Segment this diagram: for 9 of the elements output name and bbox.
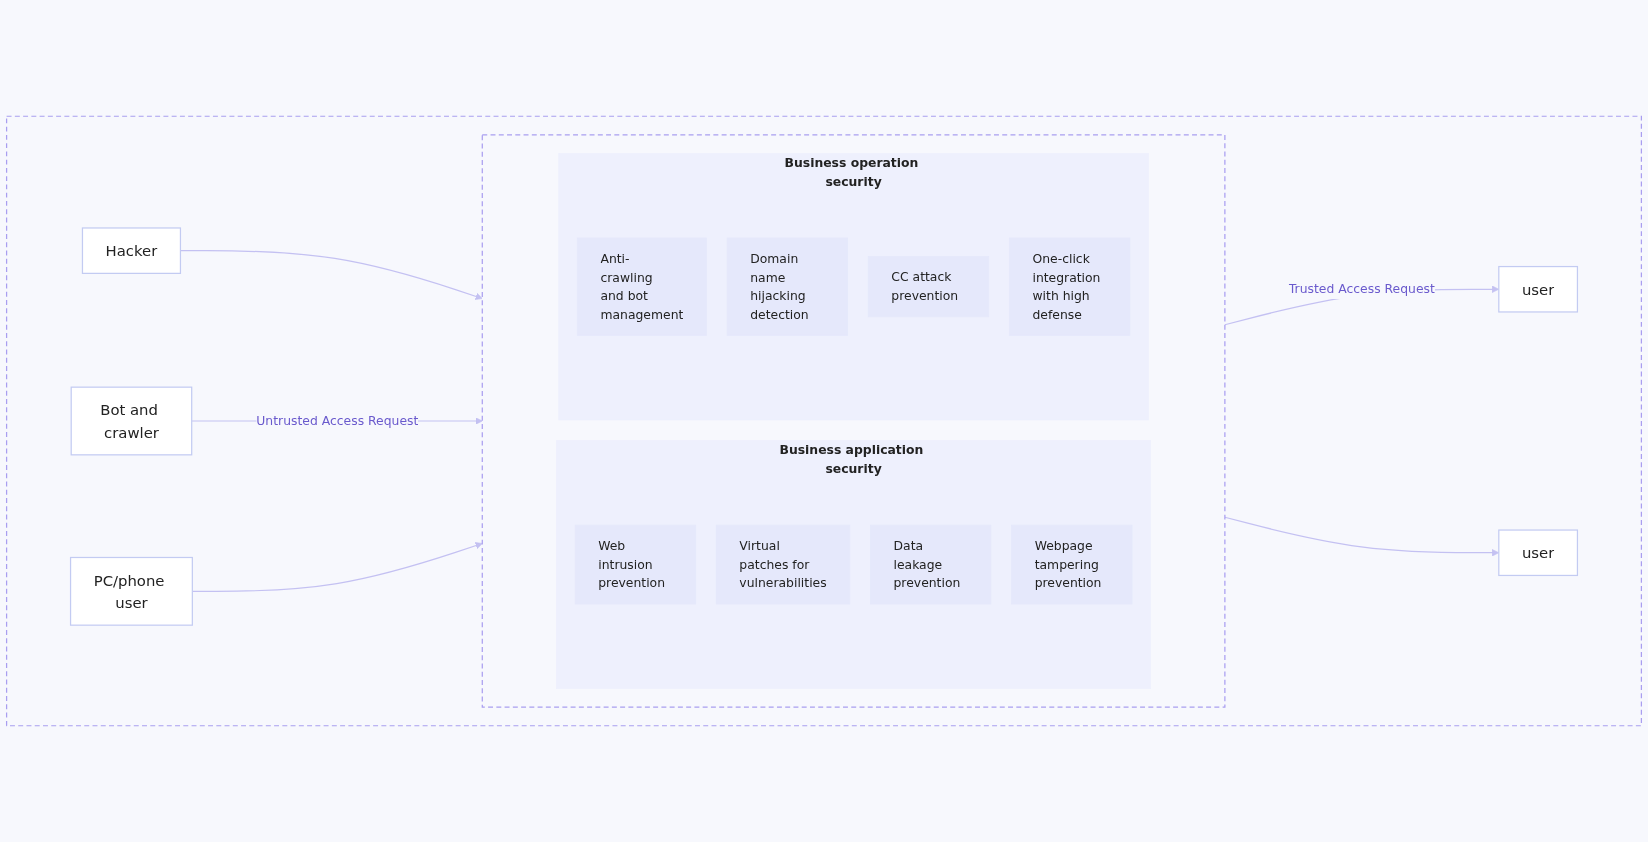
cluster [5, 115, 1642, 727]
edge-label: Trusted Access Request [1288, 281, 1435, 297]
node-box: Bot and crawler [70, 386, 193, 456]
node-box: Hacker [81, 227, 182, 274]
node-box: user [1498, 529, 1579, 577]
edge-label: Untrusted Access Request [256, 413, 419, 429]
node-box: user [1498, 265, 1579, 313]
node-box: PC/phone user [69, 556, 193, 626]
cluster [481, 134, 1226, 708]
